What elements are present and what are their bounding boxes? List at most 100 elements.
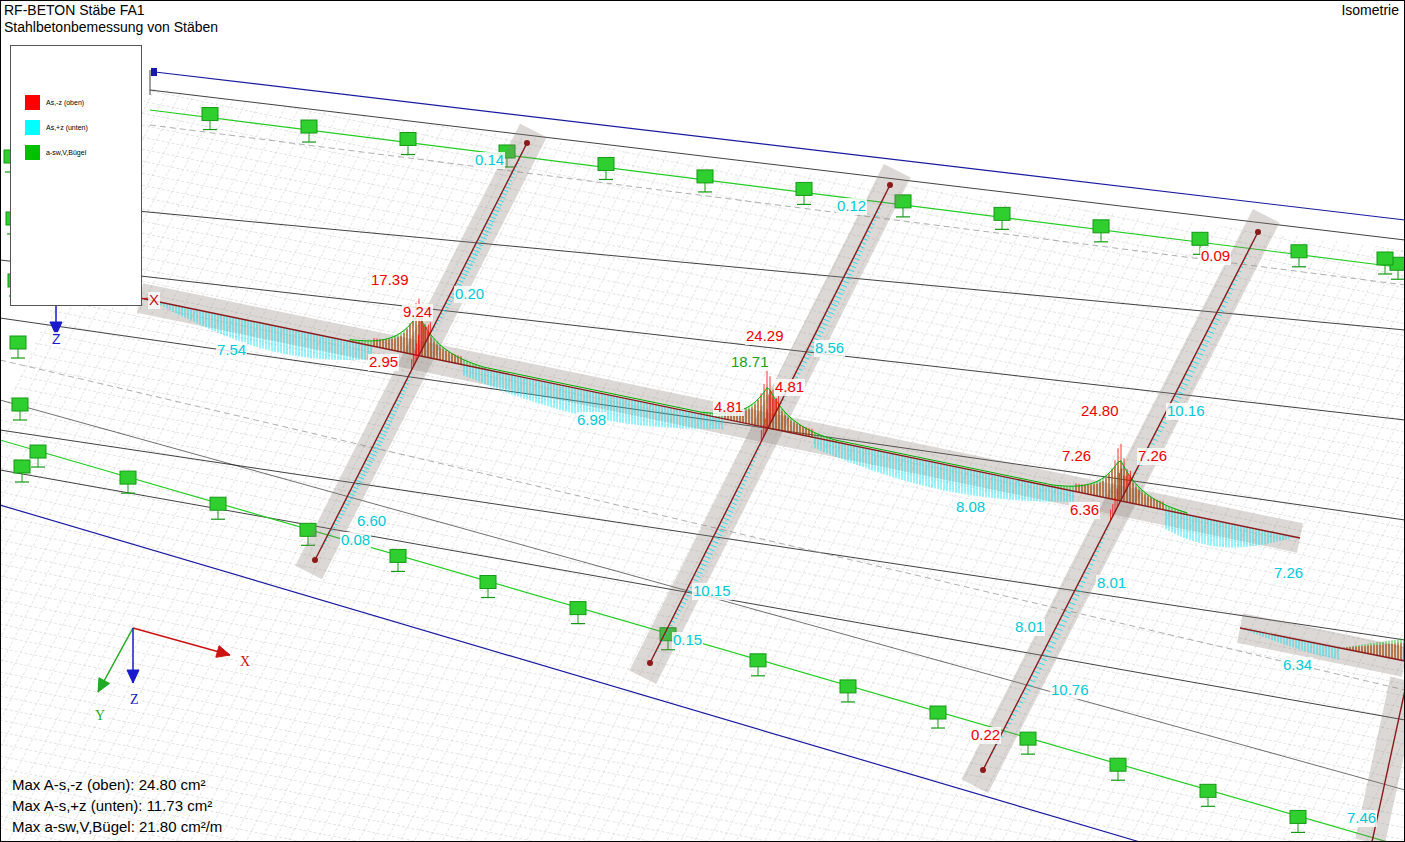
shear-hatch — [1100, 480, 1101, 497]
support-leg — [1028, 745, 1029, 754]
bottom-hatch — [1027, 684, 1033, 686]
bottom-hatch — [866, 448, 867, 468]
bottom-hatch — [485, 226, 492, 229]
mesh-line — [0, 0, 214, 842]
beam-node — [312, 557, 318, 563]
mesh-line — [78, 0, 508, 842]
top-hatch — [1106, 478, 1107, 498]
legend-row: As,+z (unten) — [25, 115, 141, 140]
bottom-hatch — [527, 378, 528, 400]
mesh-line — [0, 0, 4, 842]
mesh-line — [1142, 0, 1405, 842]
support-base — [841, 701, 855, 702]
mesh-line — [204, 0, 634, 842]
bottom-hatch — [278, 327, 279, 353]
bottom-hatch — [203, 311, 204, 326]
shear-hatch — [398, 334, 399, 351]
top-hatch — [785, 415, 786, 431]
mesh-line — [0, 576, 1405, 842]
mesh-line — [1296, 0, 1405, 842]
support-base — [31, 466, 45, 467]
mesh-line — [876, 0, 1306, 842]
bottom-hatch — [1022, 481, 1023, 501]
top-hatch — [800, 425, 801, 435]
bottom-hatch — [486, 223, 493, 226]
shear-hatch — [1151, 497, 1152, 507]
support-leg — [218, 510, 219, 519]
bottom-hatch — [710, 416, 711, 429]
top-hatch — [1380, 645, 1381, 656]
shear-hatch — [1377, 642, 1378, 655]
bottom-hatch — [1227, 292, 1232, 294]
bottom-hatch — [647, 403, 648, 426]
bottom-hatch — [1078, 585, 1084, 587]
bottom-hatch — [385, 423, 391, 425]
bottom-hatch — [802, 361, 807, 363]
shear-hatch — [1365, 644, 1366, 653]
bottom-hatch — [846, 273, 852, 276]
mesh-line — [0, 348, 1405, 636]
bottom-hatch — [887, 453, 888, 476]
top-hatch — [1142, 493, 1143, 506]
shear-hatch — [437, 342, 438, 360]
mesh-line — [0, 648, 1405, 842]
bottom-hatch — [185, 307, 186, 317]
bottom-hatch — [1326, 645, 1327, 657]
bottom-hatch — [986, 473, 987, 497]
shear-hatch — [1085, 485, 1086, 494]
bottom-hatch — [1216, 314, 1222, 316]
bottom-hatch — [272, 325, 273, 351]
bottom-hatch — [704, 415, 705, 429]
bottom-hatch — [644, 402, 645, 425]
bottom-hatch — [1056, 628, 1063, 631]
mesh-line — [1310, 0, 1405, 842]
bottom-hatch — [539, 381, 540, 404]
mesh-line — [0, 0, 1405, 204]
support-base — [931, 727, 945, 728]
support-base — [751, 675, 765, 676]
bottom-hatch — [1205, 518, 1206, 544]
shear-hatch — [389, 338, 390, 349]
mesh-line — [0, 0, 228, 842]
top-hatch — [1392, 644, 1393, 659]
shear-hatch — [1145, 493, 1146, 506]
shear-hatch — [404, 330, 405, 352]
bottom-hatch — [821, 439, 822, 451]
top-hatch — [1119, 473, 1120, 503]
bottom-hatch — [347, 341, 348, 360]
bottom-hatch — [1025, 688, 1031, 690]
mesh-line — [92, 0, 522, 842]
axis-label: Z — [51, 332, 62, 347]
top-hatch — [772, 398, 773, 418]
value-label: 7.54 — [216, 342, 247, 359]
support-base — [1291, 832, 1305, 833]
support-body — [30, 445, 46, 458]
bottom-hatch — [393, 407, 398, 409]
bottom-hatch — [1023, 693, 1029, 695]
bottom-hatch — [850, 265, 856, 267]
window-title: RF-BETON Stäbe FA1 — [4, 3, 145, 18]
support-body — [994, 207, 1010, 220]
bottom-hatch — [1067, 606, 1074, 609]
bottom-hatch — [482, 369, 483, 383]
bottom-hatch — [350, 341, 351, 360]
bottom-hatch — [224, 315, 225, 335]
bottom-hatch — [1069, 602, 1075, 605]
shear-hatch — [1139, 487, 1140, 505]
shear-hatch — [1359, 645, 1360, 652]
bottom-hatch — [1042, 654, 1049, 657]
beam-axis — [1240, 628, 1405, 661]
bottom-hatch — [488, 220, 494, 223]
bottom-hatch — [362, 344, 363, 360]
bottom-hatch — [733, 499, 739, 501]
bottom-hatch — [366, 460, 373, 463]
bottom-hatch — [1019, 480, 1020, 500]
mesh-line — [0, 0, 298, 842]
bottom-hatch — [1241, 526, 1242, 547]
top-hatch — [764, 384, 765, 427]
mesh-line — [0, 276, 1405, 564]
mesh-line — [0, 0, 410, 842]
value-label: 8.01 — [1014, 619, 1045, 636]
support-leg — [1002, 220, 1003, 229]
mesh-line — [134, 0, 564, 842]
